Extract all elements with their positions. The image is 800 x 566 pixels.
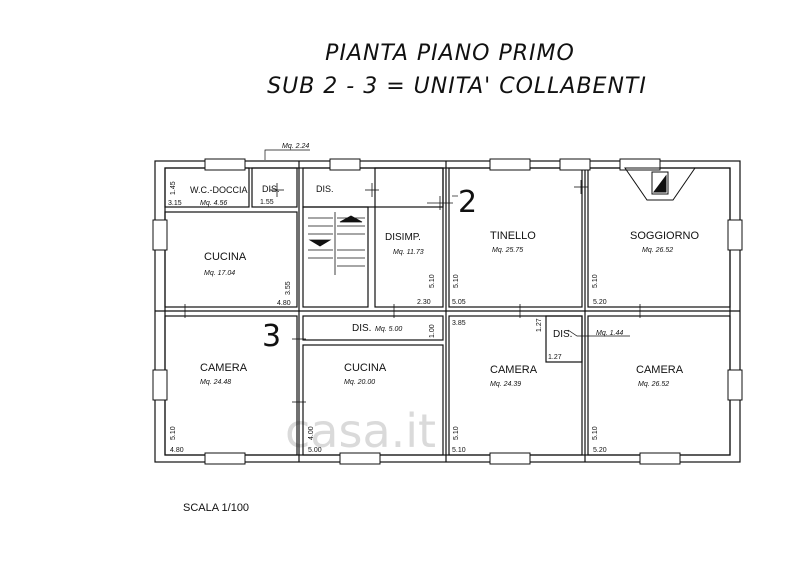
room-dis3-area: Mq. 5.00: [375, 326, 402, 333]
room-dis2-name: DIS.: [316, 184, 334, 194]
room-cucina-a-dim-2: 4.80: [277, 300, 291, 307]
unit-label-sub2: 2: [458, 185, 477, 220]
room-dis1-name: DIS.: [262, 184, 280, 194]
room-dis4-area: Mq. 1.44: [596, 330, 623, 337]
windows: [152, 158, 743, 465]
room-disimp-name: DISIMP.: [385, 232, 421, 243]
room-disimp-area: Mq. 11.73: [393, 249, 424, 256]
room-soggiorno-area: Mq. 26.52: [642, 247, 673, 254]
room-camera-b-dim-1: 3.85: [452, 320, 466, 327]
room-dis4-dim-1: 1.27: [536, 318, 543, 332]
plan-subtitle: SUB 2 - 3 = UNITA' COLLABENTI: [267, 74, 647, 99]
room-tinello-dim-1: 5.10: [453, 274, 460, 288]
room-cucina-b-name: CUCINA: [344, 362, 387, 374]
room-dis-top-area: Mq. 2.24: [282, 143, 309, 150]
room-cucina-a-dim-1: 3.55: [285, 281, 292, 295]
watermark: casa.it: [285, 404, 436, 458]
room-soggiorno-name: SOGGIORNO: [630, 230, 700, 242]
fireplace-icon: [624, 167, 696, 201]
room-camera-c-name: CAMERA: [636, 364, 684, 376]
room-cucina-b-dim-2: 5.00: [308, 447, 322, 454]
room-camera-c-dim-2: 5.20: [593, 447, 607, 454]
room-dis3-dim: 1.00: [429, 324, 436, 338]
room-disimp-dim-1: 5.10: [429, 274, 436, 288]
room-camera-b-dim-2: 5.10: [453, 426, 460, 440]
room-camera-c-dim-1: 5.10: [592, 426, 599, 440]
room-wc-name: W.C.-DOCCIA: [190, 185, 248, 195]
leader-lines: [264, 149, 630, 337]
room-cucina-a-area: Mq. 17.04: [204, 270, 235, 277]
room-wc-dim-1: 1.45: [170, 181, 177, 195]
room-soggiorno-dim-2: 5.20: [593, 299, 607, 306]
crosshair-marks: [178, 180, 647, 409]
room-cucina-b-area: Mq. 20.00: [344, 379, 375, 386]
plan-title: PIANTA PIANO PRIMO: [325, 41, 575, 66]
room-camera-b-name: CAMERA: [490, 364, 538, 376]
room-camera-b-area: Mq. 24.39: [490, 381, 521, 388]
room-wc-area: Mq. 4.56: [200, 200, 227, 207]
room-tinello-dim-2: 5.05: [452, 299, 466, 306]
scale-label: SCALA 1/100: [183, 502, 249, 514]
room-camera-b-dim-3: 5.10: [452, 447, 466, 454]
room-dis4-name: DIS.: [553, 329, 572, 340]
room-camera-a-area: Mq. 24.48: [200, 379, 231, 386]
room-cucina-a-name: CUCINA: [204, 251, 247, 263]
room-dis4-dim-2: 1.27: [548, 354, 562, 361]
walls: [154, 160, 741, 463]
staircase-icon: [308, 212, 365, 275]
room-wc-dim-2: 3.15: [168, 200, 182, 207]
unit-label-sub3: 3: [262, 319, 281, 354]
room-cucina-b-dim-1: 4.00: [308, 426, 315, 440]
room-camera-c-area: Mq. 26.52: [638, 381, 669, 388]
room-dis1-dim: 1.55: [260, 199, 274, 206]
room-tinello-name: TINELLO: [490, 230, 536, 242]
room-camera-a-dim-2: 4.80: [170, 447, 184, 454]
room-camera-a-dim-1: 5.10: [170, 426, 177, 440]
room-camera-a-name: CAMERA: [200, 362, 248, 374]
room-disimp-dim-2: 2.30: [417, 299, 431, 306]
room-dis3-name: DIS.: [352, 323, 371, 334]
room-soggiorno-dim-1: 5.10: [592, 274, 599, 288]
room-tinello-area: Mq. 25.75: [492, 247, 523, 254]
